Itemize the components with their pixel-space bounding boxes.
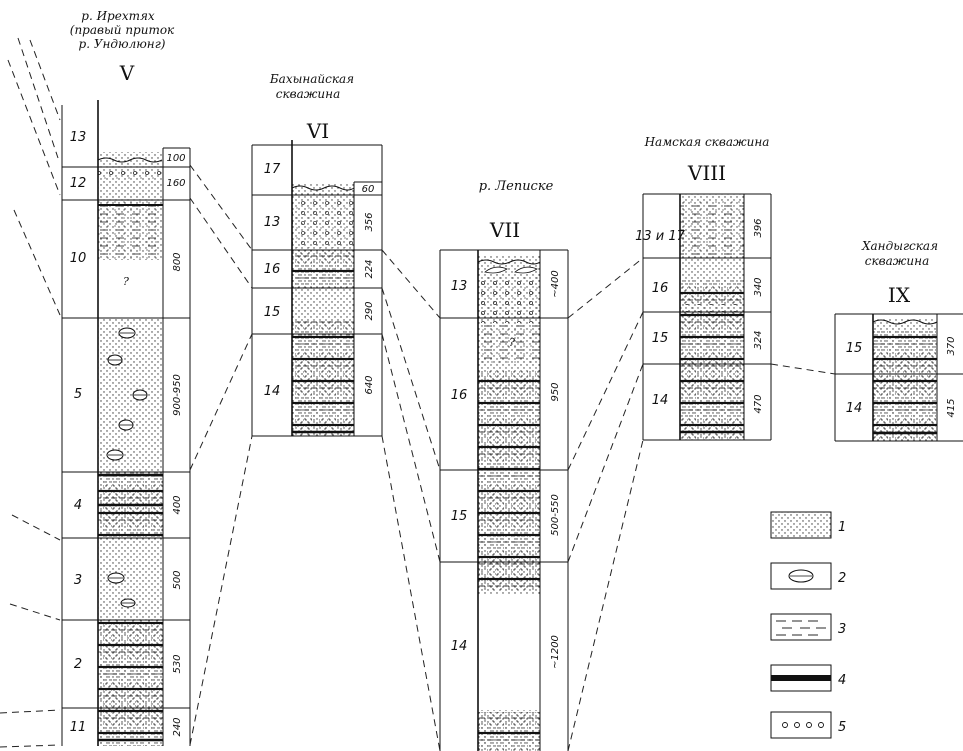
question-mark-v: ? — [123, 275, 129, 288]
legend: 1 2 3 4 5 — [771, 512, 846, 738]
thickness-label: 500 — [172, 570, 183, 589]
thickness-label: 640 — [364, 375, 375, 394]
section-vi-heading-line1: Бахынайская — [269, 72, 354, 86]
legend-item-5: 5 — [771, 712, 846, 738]
layer-label: 2 — [74, 657, 82, 672]
legend-item-1: 1 — [771, 512, 846, 538]
section-v-column — [98, 152, 163, 746]
section-vii-number: VII — [489, 218, 520, 242]
thickness-label: 396 — [753, 218, 764, 237]
thickness-label: ~400 — [550, 270, 561, 297]
legend-key: 5 — [838, 720, 846, 735]
layer-label: 13 — [264, 215, 281, 230]
layer-label: 13 — [70, 130, 87, 145]
legend-swatch-dots — [771, 512, 831, 538]
thickness-label: 100 — [166, 153, 185, 164]
layer-label: 15 — [451, 509, 468, 524]
section-vii: р. Леписке VII ? 13 16 15 14 ~40 — [440, 179, 568, 751]
layer-label: 3 — [74, 573, 82, 588]
thickness-label: 530 — [172, 654, 183, 673]
layer-label: 13 и 17 — [635, 229, 686, 244]
layer-label: 14 — [652, 393, 669, 408]
section-ix-number: IX — [888, 283, 911, 307]
layer-label: 16 — [451, 388, 468, 403]
thickness-label: ~1200 — [550, 635, 561, 669]
section-vi-heading-line2: скважина — [276, 87, 340, 101]
legend-swatch-pebbles — [771, 712, 831, 738]
section-vi-column — [292, 184, 354, 436]
section-viii-number: VIII — [687, 161, 726, 185]
thickness-label: 415 — [946, 398, 957, 417]
section-vii-column — [478, 255, 540, 751]
section-ix-column — [873, 318, 937, 441]
thickness-label: 160 — [166, 178, 185, 189]
section-v-heading-line2: (правый приток — [70, 23, 175, 37]
layer-label: 15 — [652, 331, 669, 346]
thickness-label: 340 — [753, 277, 764, 296]
thickness-label: 356 — [364, 212, 375, 231]
layer-label: 16 — [652, 281, 669, 296]
layer-label: 10 — [70, 251, 87, 266]
layer-label: 14 — [451, 639, 468, 654]
section-v-number: V — [119, 61, 135, 85]
section-vii-heading: р. Леписке — [479, 179, 554, 194]
thickness-label: 500-550 — [550, 494, 561, 536]
thickness-label: 290 — [364, 301, 375, 320]
legend-key: 3 — [838, 622, 846, 637]
layer-label: 11 — [70, 720, 87, 735]
layer-label: 5 — [74, 387, 82, 402]
thickness-label: 324 — [753, 330, 764, 349]
section-v-heading-line1: р. Ирехтях — [81, 9, 155, 23]
legend-key: 4 — [838, 673, 846, 688]
layer-label: 14 — [264, 384, 281, 399]
layer-label: 13 — [451, 279, 468, 294]
section-viii: Намская скважина VIII 13 и 17 16 15 14 3… — [635, 135, 771, 440]
thickness-label: 224 — [364, 259, 375, 278]
layer-label: 15 — [846, 341, 863, 356]
legend-item-2: 2 — [771, 563, 846, 589]
layer-label: 4 — [74, 498, 82, 513]
question-mark-vii: ? — [509, 336, 515, 349]
layer-label: 17 — [264, 162, 281, 177]
legend-item-3: 3 — [771, 614, 846, 640]
legend-key: 2 — [838, 571, 846, 586]
layer-label: 15 — [264, 305, 281, 320]
section-ix: Хандыгская скважина IX 15 14 370 415 — [835, 239, 963, 441]
section-v: р. Ирехтях (правый приток р. Ундюлюнг) V — [62, 9, 190, 746]
section-vi: Бахынайская скважина VI 17 13 16 15 — [252, 72, 382, 436]
section-v-heading-line3: р. Ундюлюнг) — [79, 37, 166, 51]
thickness-label: 900-950 — [172, 374, 183, 416]
legend-swatch-dashes — [771, 614, 831, 640]
thickness-label: 800 — [172, 252, 183, 271]
thickness-label: 240 — [172, 717, 183, 736]
layer-label: 12 — [70, 176, 87, 191]
layer-label: 16 — [264, 262, 281, 277]
thickness-label: 60 — [362, 184, 375, 195]
section-viii-heading: Намская скважина — [644, 135, 770, 149]
section-ix-heading-line1: Хандыгская — [861, 239, 938, 253]
section-vi-number: VI — [306, 119, 329, 143]
legend-key: 1 — [838, 520, 846, 535]
thickness-label: 950 — [550, 382, 561, 401]
thickness-label: 370 — [946, 336, 957, 355]
thickness-label: 470 — [753, 394, 764, 413]
section-ix-heading-line2: скважина — [865, 254, 929, 268]
layer-label: 14 — [846, 401, 863, 416]
thickness-label: 400 — [172, 495, 183, 514]
legend-item-4: 4 — [771, 665, 846, 691]
section-viii-column — [680, 194, 744, 440]
